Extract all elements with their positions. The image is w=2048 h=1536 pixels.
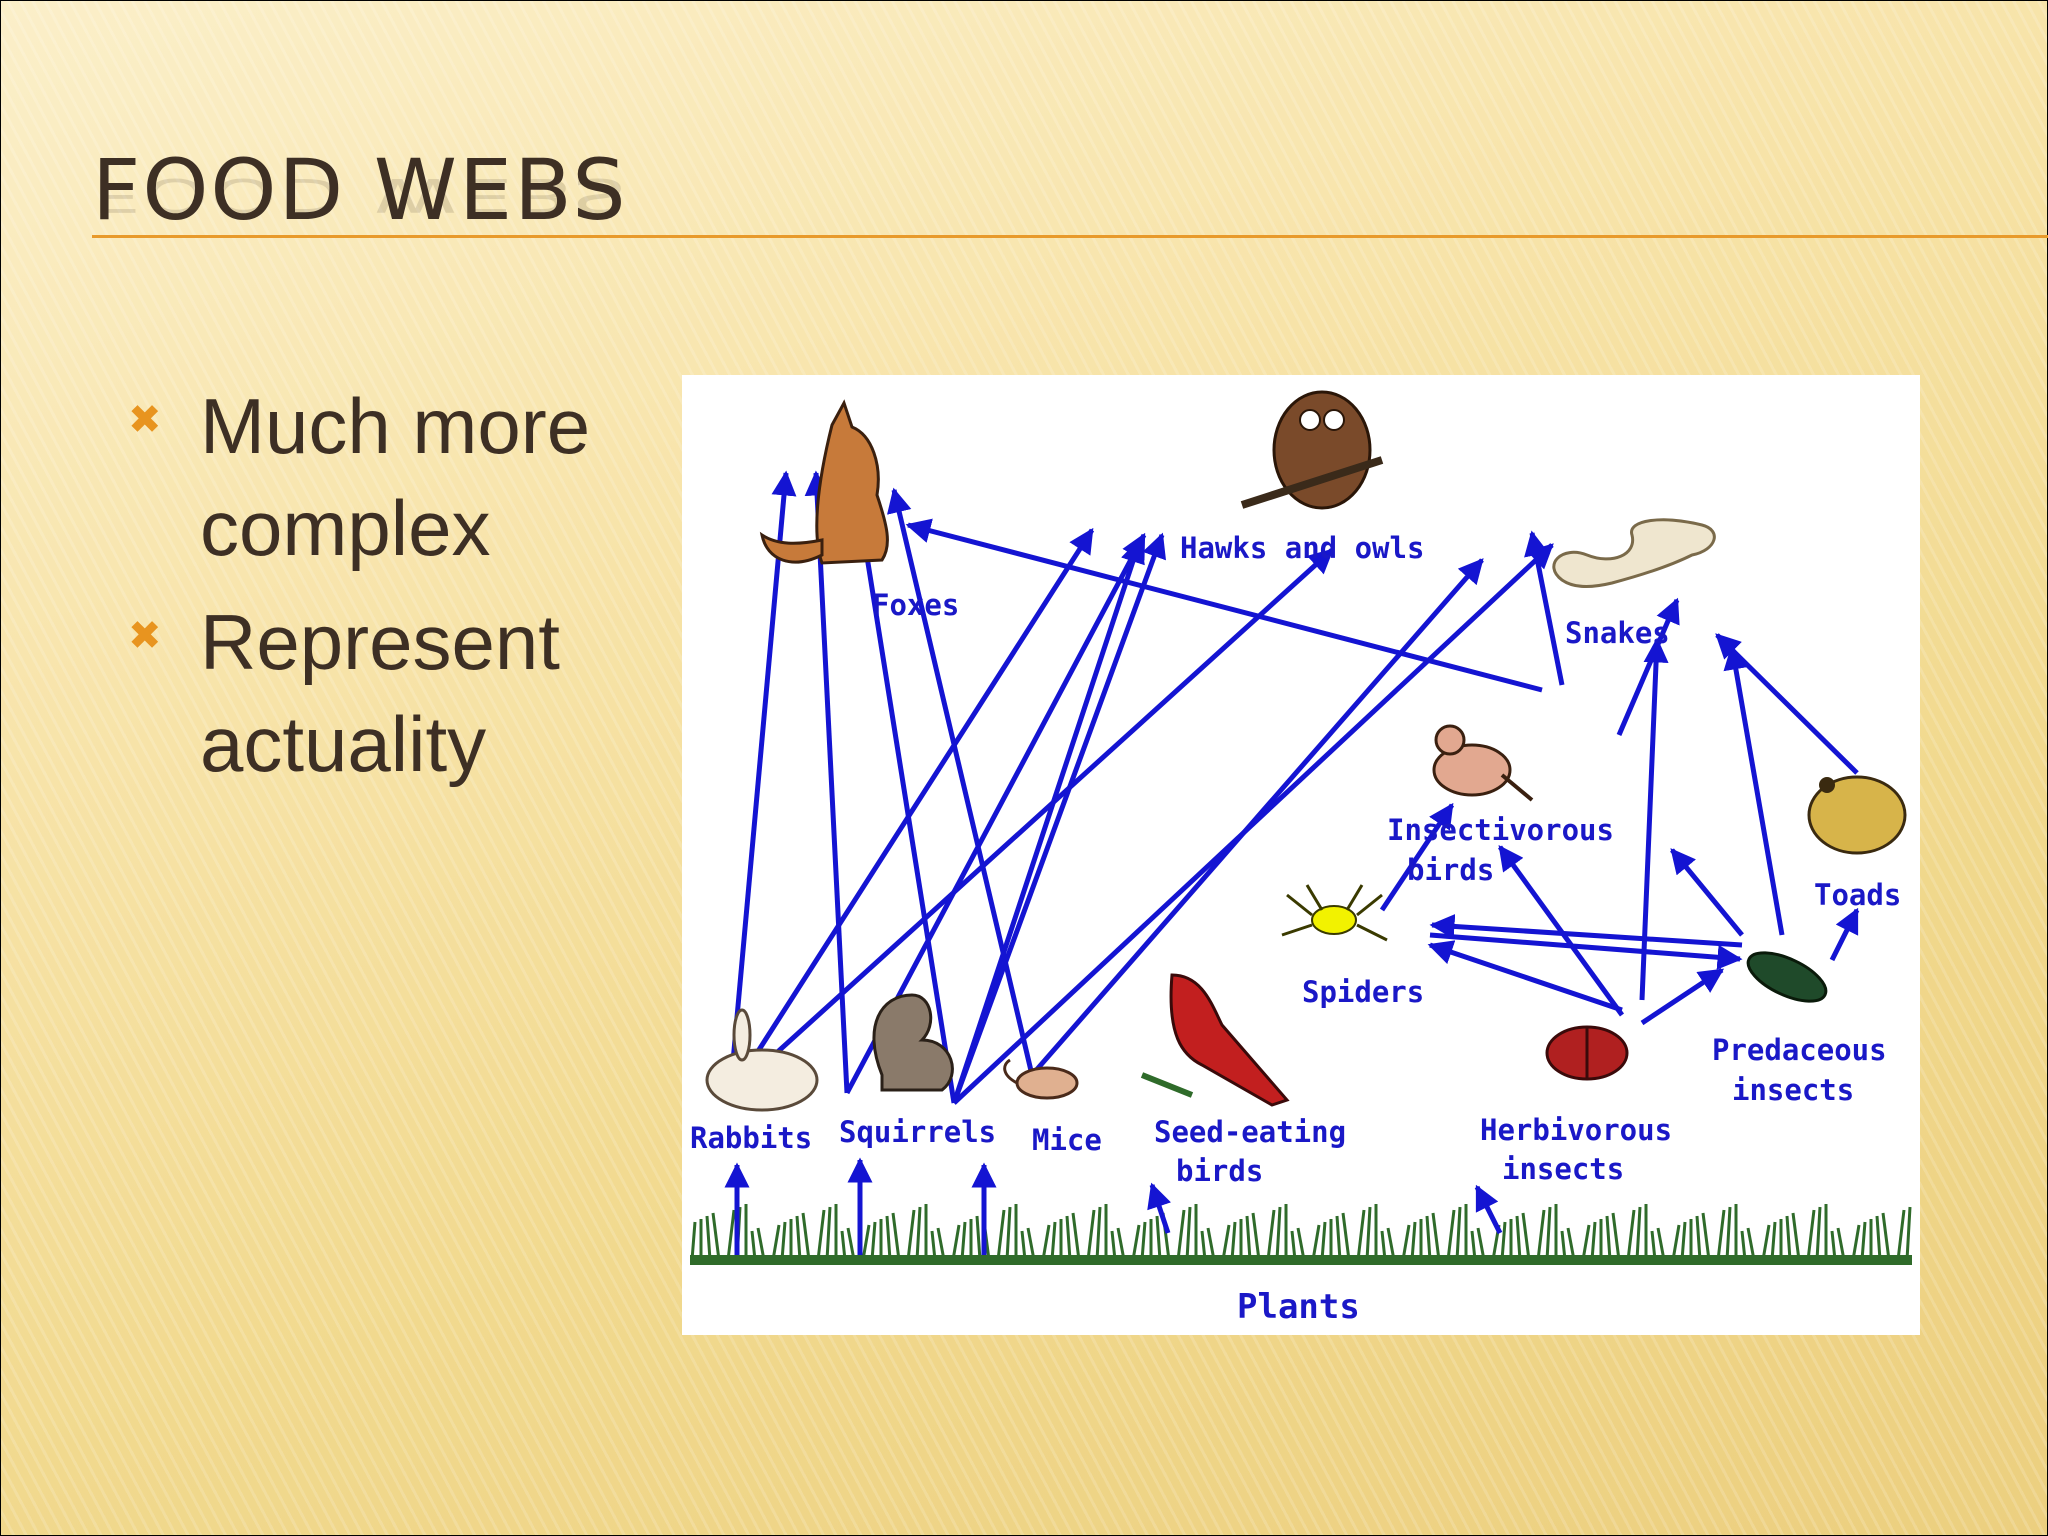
feeding-arrow — [1829, 907, 1860, 962]
label-rabbits: Rabbits — [690, 1121, 812, 1155]
label-herbivorous-1: Herbivorous — [1480, 1113, 1672, 1147]
label-insectivorous-birds-2: birds — [1407, 853, 1494, 887]
feeding-arrow — [727, 470, 797, 1096]
snake-illustration — [1552, 518, 1716, 589]
label-hawks-owls: Hawks and owls — [1180, 531, 1424, 565]
label-herbivorous-2: insects — [1502, 1152, 1624, 1186]
feeding-arrow — [905, 518, 1543, 693]
feeding-arrow — [1670, 848, 1744, 937]
label-foxes: Foxes — [872, 588, 959, 622]
label-insectivorous-birds-1: Insectivorous — [1387, 813, 1614, 847]
feeding-arrow — [728, 548, 1334, 1097]
label-toads: Toads — [1814, 878, 1901, 912]
grass-illustration — [690, 1204, 1912, 1265]
owl-illustration — [1240, 390, 1384, 510]
x-mark-icon: ✖ — [128, 613, 162, 659]
slide-title-reflection: FOOD WEBS — [92, 167, 628, 222]
cardinal-illustration — [1140, 973, 1290, 1107]
food-web-diagram: Foxes Hawks and owls Snakes Insectivorou… — [682, 375, 1920, 1335]
fox-illustration — [759, 399, 889, 565]
x-mark-icon: ✖ — [128, 397, 162, 443]
feeding-arrow — [1474, 1184, 1503, 1235]
feeding-arrow — [804, 470, 850, 1094]
beetle-illustration — [1545, 1025, 1629, 1081]
food-web-svg: Foxes Hawks and owls Snakes Insectivorou… — [690, 390, 1912, 1327]
feeding-arrow — [886, 487, 1035, 1076]
label-mice: Mice — [1032, 1123, 1102, 1157]
feeding-arrow — [1030, 558, 1484, 1077]
bullet-text: Much more complex — [200, 382, 591, 572]
feeding-arrow — [951, 532, 1167, 1104]
squirrel-illustration — [872, 993, 954, 1092]
insectivorous-bird-illustration — [1432, 724, 1534, 802]
label-predaceous-2: insects — [1732, 1073, 1854, 1107]
slide-title: FOOD WEBS — [92, 141, 628, 239]
feeding-arrow — [1715, 633, 1859, 775]
feeding-arrow — [1427, 940, 1623, 1013]
toad-illustration — [1807, 775, 1907, 855]
bullet-item: ✖ Much more complex — [128, 375, 640, 579]
feeding-arrow — [845, 472, 957, 1104]
feeding-arrow — [1429, 932, 1743, 970]
feeding-arrow — [1723, 644, 1785, 936]
feeding-arrow — [951, 537, 1145, 1104]
mouse-illustration — [1003, 1058, 1079, 1100]
spider-illustration — [1281, 884, 1388, 942]
rabbit-illustration — [705, 1008, 819, 1112]
label-seed-birds-2: birds — [1176, 1154, 1263, 1188]
bullet-text: Represent actuality — [200, 598, 560, 788]
feeding-arrow — [1616, 597, 1680, 736]
predaceous-insect-illustration — [1746, 951, 1828, 1003]
feeding-arrow — [1379, 802, 1455, 912]
bullet-item: ✖ Represent actuality — [128, 591, 640, 795]
feeding-arrow — [1147, 1182, 1171, 1234]
feeding-arrows — [724, 470, 1860, 1255]
label-seed-birds-1: Seed-eating — [1154, 1115, 1346, 1149]
label-snakes: Snakes — [1565, 616, 1670, 650]
title-underline — [92, 235, 2048, 238]
label-predaceous-1: Predaceous — [1712, 1033, 1887, 1067]
feeding-arrow — [727, 527, 1095, 1097]
feeding-arrow — [1639, 637, 1669, 1001]
label-squirrels: Squirrels — [839, 1115, 996, 1149]
label-plants: Plants — [1237, 1287, 1360, 1327]
label-spiders: Spiders — [1302, 975, 1424, 1009]
feeding-arrow — [1524, 530, 1565, 686]
feeding-arrow — [1429, 913, 1743, 948]
feeding-arrow — [1640, 967, 1725, 1026]
bullet-list: ✖ Much more complex ✖ Represent actualit… — [128, 375, 640, 807]
